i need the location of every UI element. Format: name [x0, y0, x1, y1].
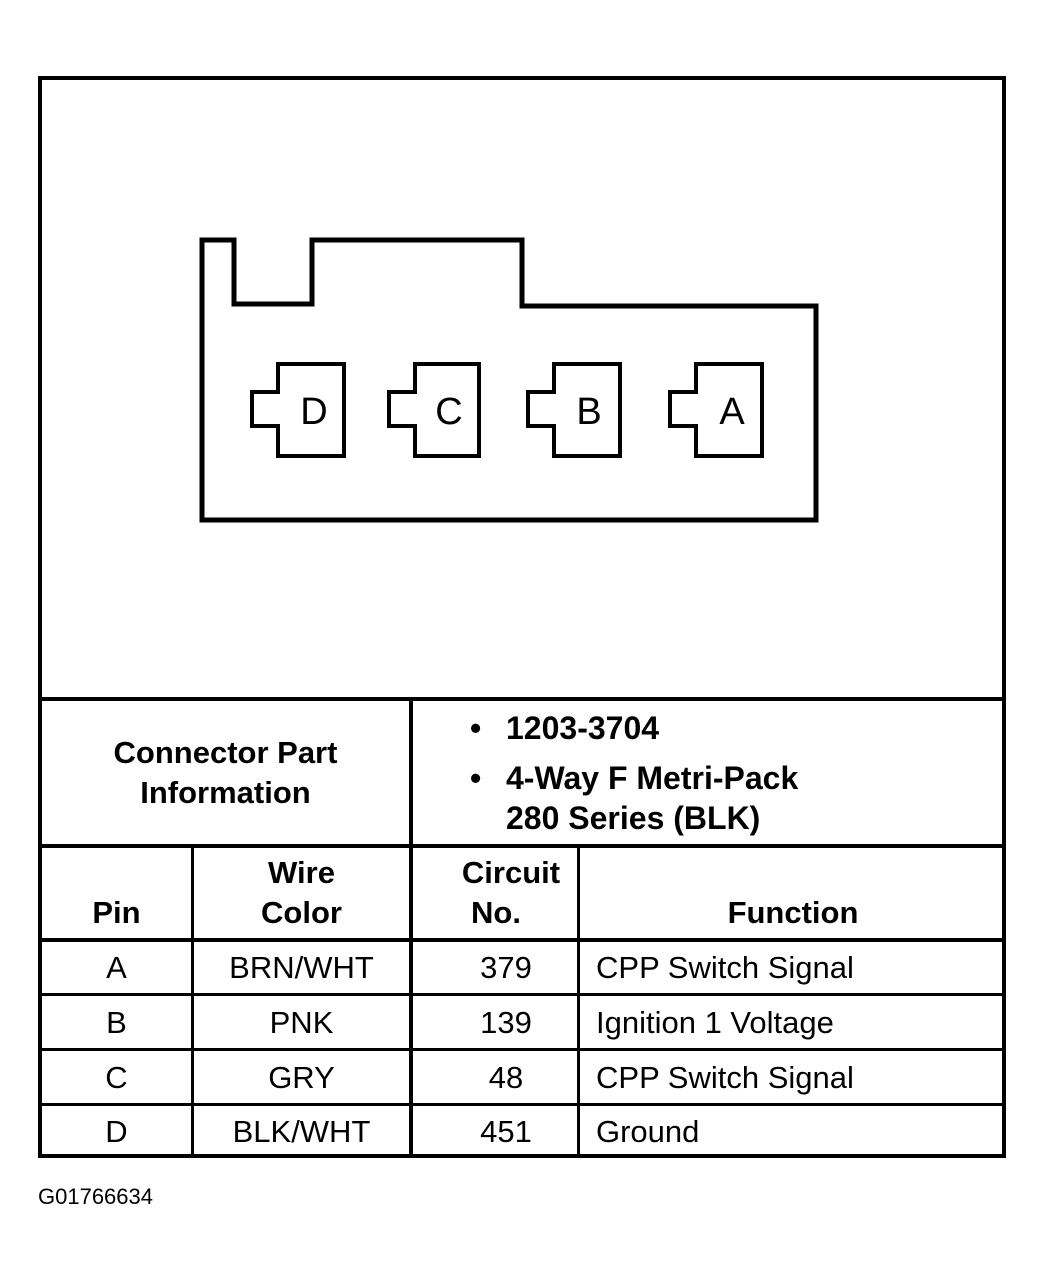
cell-wire-color: GRY: [268, 1060, 335, 1095]
header-function-text: Function: [727, 895, 859, 930]
cell-circuit: 139: [480, 1005, 532, 1040]
divider-row-c: [38, 1103, 1006, 1106]
figure-id: G01766634: [38, 1184, 153, 1209]
divider-col-wire: [409, 844, 413, 1158]
connector-face-diagram: D C B A: [199, 237, 819, 523]
cell-function: Ignition 1 Voltage: [596, 1005, 834, 1040]
cell-pin: D: [105, 1114, 128, 1149]
cavity-c-outline: [387, 362, 481, 458]
header-no-text: No.: [471, 895, 521, 930]
diagram-frame: [38, 76, 1006, 1158]
header-pin-text: Pin: [92, 895, 141, 930]
cell-circuit: 379: [480, 950, 532, 985]
cell-function: Ground: [596, 1114, 700, 1149]
header-pin: Pin: [42, 893, 191, 933]
header-wire-color: Wire Color: [194, 853, 409, 933]
cell-circuit: 451: [480, 1114, 532, 1149]
divider-col-circuit: [577, 844, 580, 1158]
cavity-b-outline: [526, 362, 622, 458]
divider-row-a: [38, 993, 1006, 996]
cavity-a-outline: [668, 362, 764, 458]
divider-part-info-vertical: [409, 697, 413, 847]
cell-wire-color: PNK: [269, 1005, 334, 1040]
cell-wire-color: BLK/WHT: [232, 1114, 371, 1149]
cell-function: CPP Switch Signal: [596, 1060, 854, 1095]
part-number: 1203-3704: [506, 710, 660, 746]
divider-top-of-table: [38, 697, 1006, 701]
divider-col-pin: [191, 844, 194, 1158]
cell-pin: C: [105, 1060, 128, 1095]
part-info-label-line2: Information: [140, 775, 311, 810]
cavity-a-label: A: [719, 391, 745, 433]
cell-function: CPP Switch Signal: [596, 950, 854, 985]
part-info-label: Connector Part Information: [42, 733, 409, 813]
connector-type: 4-Way F Metri-Pack: [506, 760, 799, 796]
connector-body-outline: [199, 237, 819, 523]
divider-below-part-info: [38, 844, 1006, 848]
divider-header-row: [38, 938, 1006, 942]
connector-series: 280 Series (BLK): [506, 800, 761, 836]
header-function: Function: [580, 893, 1006, 933]
cell-pin: A: [106, 950, 127, 985]
cell-wire-color: BRN/WHT: [229, 950, 374, 985]
cavity-d-label: D: [300, 391, 327, 433]
cavity-b-label: B: [576, 391, 601, 433]
cavity-c-label: C: [435, 391, 462, 433]
header-circuit-no: Circuit No.: [413, 853, 609, 933]
bullet-icon: •: [470, 710, 482, 746]
cell-circuit: 48: [488, 1060, 524, 1095]
cavity-d-outline: [250, 362, 346, 458]
header-wire-text: Wire: [268, 855, 335, 890]
part-info-label-line1: Connector Part: [113, 735, 338, 770]
cell-pin: B: [106, 1005, 127, 1040]
divider-row-b: [38, 1048, 1006, 1051]
header-color-text: Color: [261, 895, 342, 930]
bullet-icon: •: [470, 760, 482, 796]
header-circuit-text: Circuit: [461, 855, 561, 890]
